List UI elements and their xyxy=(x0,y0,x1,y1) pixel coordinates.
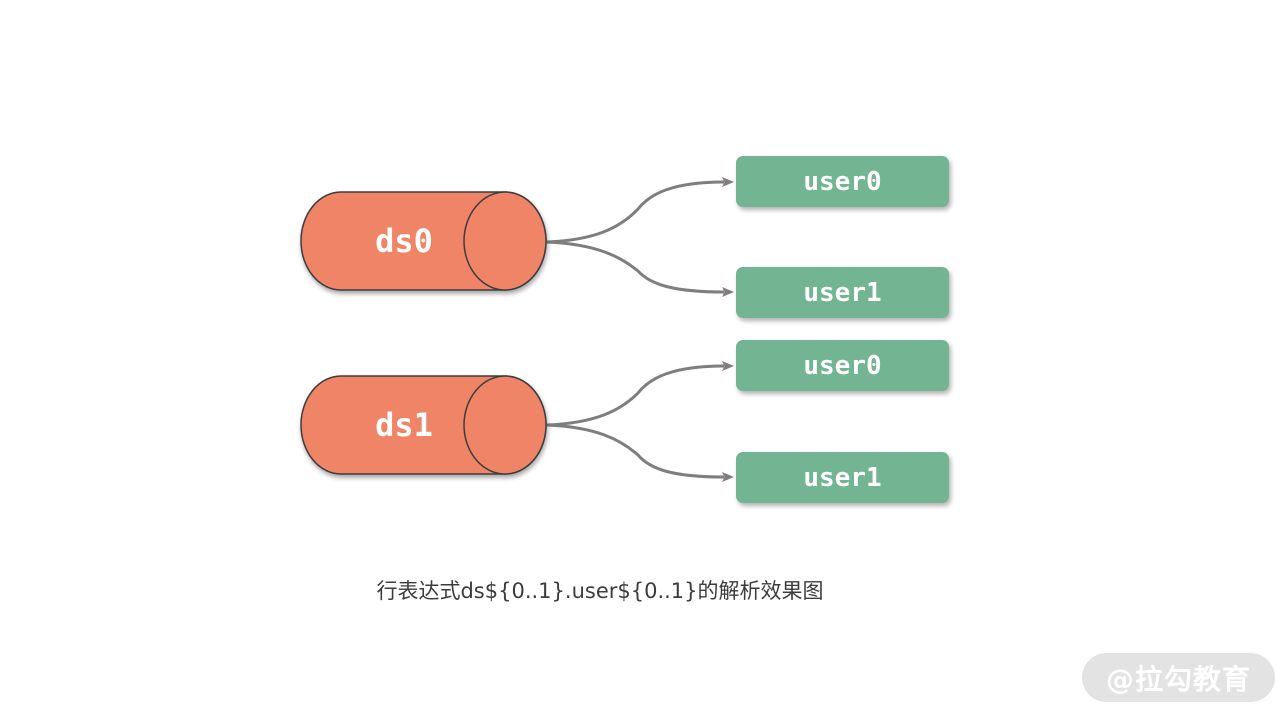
table-node-ds1-user0: user0 xyxy=(736,340,949,391)
cylinder-cap xyxy=(463,191,547,291)
datasource-cylinder-ds0 xyxy=(300,191,547,291)
table-node-ds0-user0: user0 xyxy=(736,156,949,207)
connector-ds1-user0 xyxy=(546,361,734,427)
connector-ds0-user1 xyxy=(546,240,734,297)
table-node-ds1-user1: user1 xyxy=(736,452,949,503)
watermark-badge: @拉勾教育 xyxy=(1082,653,1275,702)
connector-ds0-user0 xyxy=(546,177,734,244)
table-node-ds0-user1: user1 xyxy=(736,267,949,318)
connector-ds1-user1 xyxy=(546,423,734,482)
cylinder-cap xyxy=(463,375,547,475)
datasource-cylinder-ds1 xyxy=(300,375,547,475)
diagram-caption: 行表达式ds${0..1}.user${0..1}的解析效果图 xyxy=(376,579,824,603)
